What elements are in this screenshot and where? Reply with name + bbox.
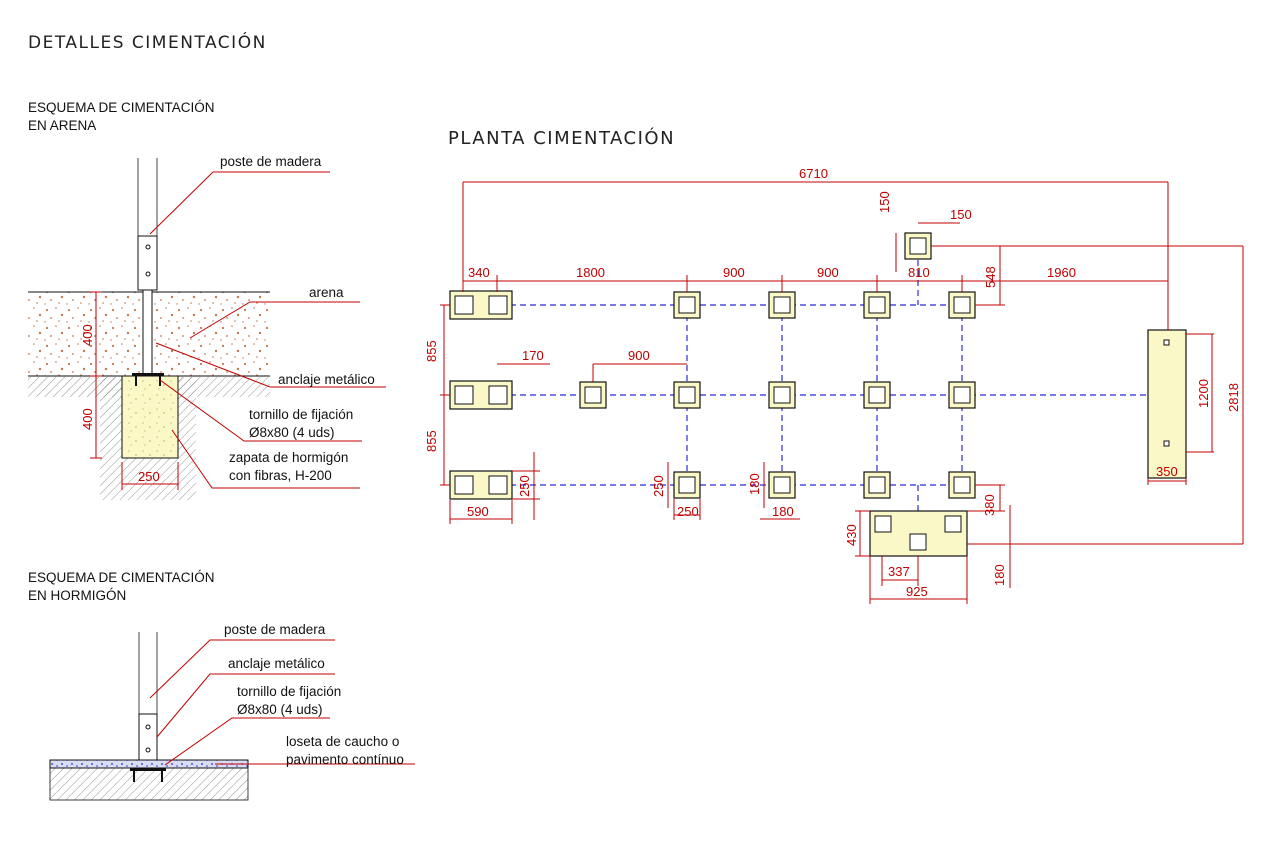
post-markers bbox=[454, 237, 1170, 551]
plan-dimension-lines bbox=[440, 181, 1244, 604]
concrete-scheme-title-line2: EN HORMIGÓN bbox=[28, 588, 127, 603]
sheet-title: DETALLES CIMENTACIÓN bbox=[28, 33, 267, 53]
wooden-post-2 bbox=[138, 713, 158, 761]
concrete-scheme-title-line1: ESQUEMA DE CIMENTACIÓN bbox=[28, 570, 215, 585]
dim-row-spacing-2: 855 bbox=[424, 430, 439, 452]
dim-slab-width: 350 bbox=[1156, 464, 1178, 479]
sand-scheme-drawing: 400 400 250 poste de madera arena anclaj… bbox=[28, 154, 386, 500]
concrete-scheme-title: ESQUEMA DE CIMENTACIÓN EN HORMIGÓN bbox=[28, 569, 215, 605]
dim-pad-height: 430 bbox=[844, 524, 859, 546]
dim-first-pair: 340 bbox=[468, 265, 490, 280]
plan-title: PLANTA CIMENTACIÓN bbox=[448, 128, 676, 149]
dim-row-spacing-1: 855 bbox=[424, 340, 439, 362]
concrete-base-hatch bbox=[49, 767, 249, 801]
label-bolt-2-line1: tornillo de fijación bbox=[237, 684, 341, 699]
footing bbox=[579, 381, 607, 409]
sand-scheme-title: ESQUEMA DE CIMENTACIÓN EN ARENA bbox=[28, 99, 215, 135]
label-post-2: poste de madera bbox=[224, 622, 326, 637]
sand-scheme-title-line2: EN ARENA bbox=[28, 118, 97, 133]
dim-footing-180-v: 180 bbox=[747, 473, 762, 495]
label-bolt-line2: Ø8x80 (4 uds) bbox=[249, 425, 335, 440]
label-tile-line1: loseta de caucho o bbox=[286, 734, 399, 749]
label-sand: arena bbox=[309, 285, 344, 300]
dim-pad-offset: 337 bbox=[888, 564, 910, 579]
label-bolt-line1: tornillo de fijación bbox=[249, 407, 353, 422]
concrete-scheme-drawing: poste de madera anclaje metálico tornill… bbox=[49, 622, 415, 801]
slab-footing bbox=[1147, 329, 1187, 479]
concrete-footing bbox=[121, 375, 179, 459]
label-bolt-2-line2: Ø8x80 (4 uds) bbox=[237, 702, 323, 717]
plan-dimension-labels: 6710 150 150 340 1800 900 900 810 548 19… bbox=[424, 166, 1241, 599]
sand-scheme-title-line1: ESQUEMA DE CIMENTACIÓN bbox=[28, 100, 215, 115]
metal-anchor bbox=[142, 289, 153, 377]
dim-top-footing-width: 150 bbox=[950, 207, 972, 222]
label-footing-line2: con fibras, H-200 bbox=[229, 468, 332, 483]
dim-span-810: 810 bbox=[908, 265, 930, 280]
dim-span-1800: 1800 bbox=[576, 265, 605, 280]
dim-sand-depth: 400 bbox=[80, 324, 95, 346]
dim-offset-380: 380 bbox=[982, 494, 997, 516]
dim-span-900-mid: 900 bbox=[628, 348, 650, 363]
footing bbox=[673, 471, 701, 499]
label-anchor-2: anclaje metálico bbox=[228, 656, 325, 671]
wooden-post bbox=[137, 235, 158, 291]
dim-offset-170: 170 bbox=[522, 348, 544, 363]
dim-pad-width: 925 bbox=[906, 584, 928, 599]
label-footing-line1: zapata de hormigón bbox=[229, 450, 348, 465]
dim-footing-250-v: 250 bbox=[517, 475, 532, 497]
dim-top-footing-height: 150 bbox=[877, 191, 892, 213]
dim-offset-548: 548 bbox=[983, 266, 998, 288]
dim-slab-height: 1200 bbox=[1196, 379, 1211, 408]
dim-pair-width: 590 bbox=[467, 504, 489, 519]
dim-overall-height: 2818 bbox=[1226, 383, 1241, 412]
dim-span-1960: 1960 bbox=[1047, 265, 1076, 280]
dim-offset-180: 180 bbox=[992, 564, 1007, 586]
label-anchor: anclaje metálico bbox=[278, 372, 375, 387]
dim-span-900b: 900 bbox=[817, 265, 839, 280]
foundation-plan: 6710 150 150 340 1800 900 900 810 548 19… bbox=[424, 166, 1244, 604]
dim-footing-180-h: 180 bbox=[772, 504, 794, 519]
dim-footing-width: 250 bbox=[138, 469, 160, 484]
label-post: poste de madera bbox=[220, 154, 322, 169]
dim-footing-250-h: 250 bbox=[677, 504, 699, 519]
label-tile-line2: pavimento contínuo bbox=[286, 752, 404, 767]
dim-span-900a: 900 bbox=[723, 265, 745, 280]
dim-footing-depth: 400 bbox=[80, 408, 95, 430]
dim-overall-length: 6710 bbox=[799, 166, 828, 181]
dim-footing-250-v2: 250 bbox=[651, 475, 666, 497]
